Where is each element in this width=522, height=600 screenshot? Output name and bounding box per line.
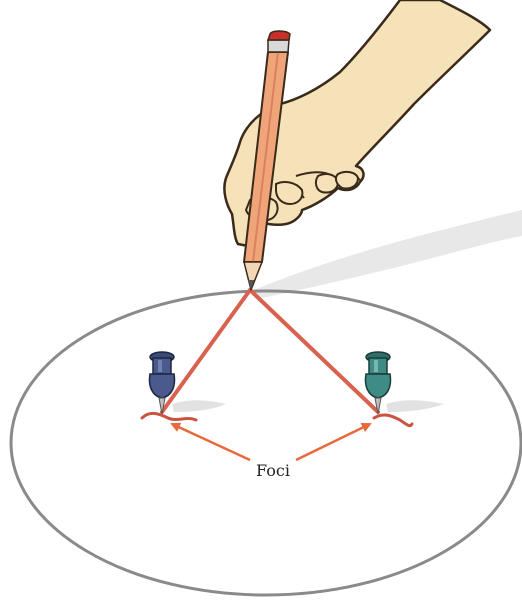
pushpin-icon [364,351,392,415]
pencil-icon [243,30,291,291]
pushpin-icon [148,351,176,415]
string-loop-left [140,411,198,422]
foci-label: Foci [256,461,290,480]
string-loop-right [372,413,414,428]
string-left [160,288,252,414]
string-right [248,288,380,414]
pin-shadow-left [172,400,226,412]
pin-shadow-right [386,400,444,412]
arrow-to-left-focus [170,422,251,462]
fingers [275,170,360,206]
arrow-to-right-focus [295,422,372,462]
pencil-shadow [250,210,522,298]
ellipse [9,289,522,597]
